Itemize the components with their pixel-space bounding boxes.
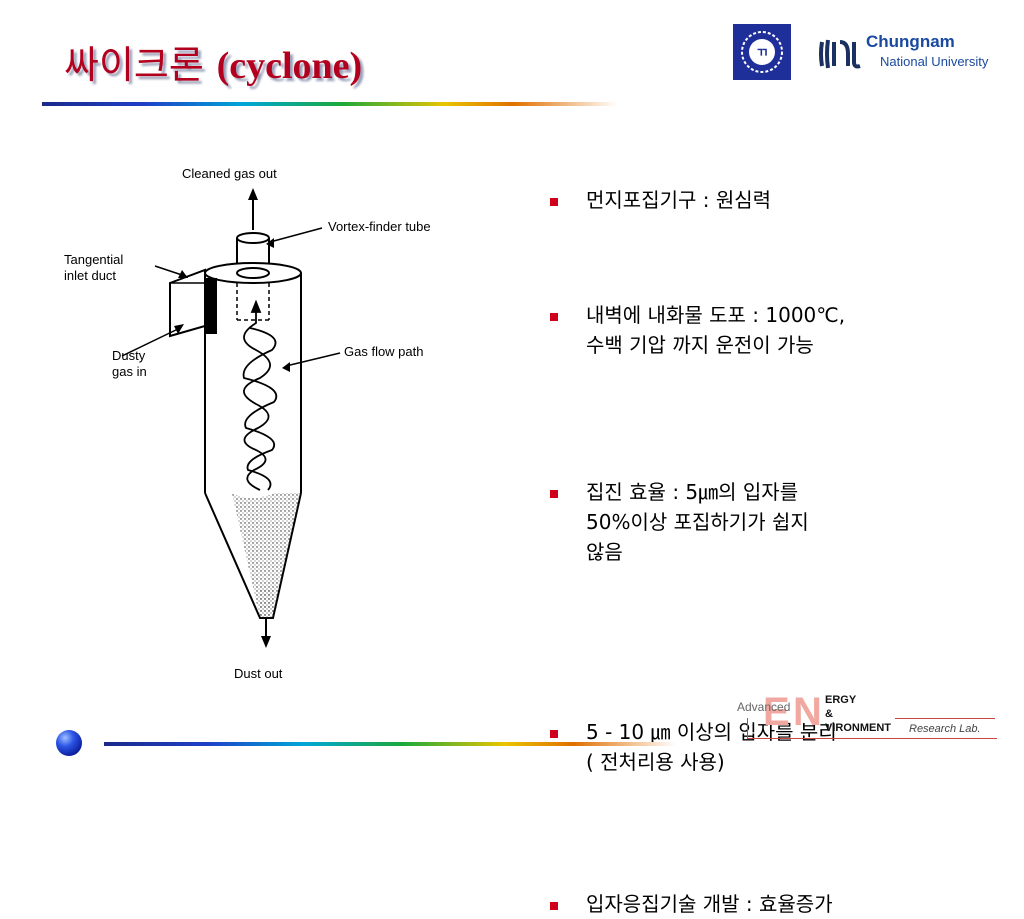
- cyclone-body: [204, 262, 302, 619]
- university-name: Chungnam: [866, 32, 955, 51]
- slide-title: 싸이크론 (cyclone): [64, 34, 362, 89]
- label-dust-out: Dust out: [234, 666, 283, 681]
- vortex-finder-tube: [236, 232, 270, 321]
- dust-out-arrow: [261, 618, 271, 648]
- title-english: (cyclone): [216, 45, 363, 87]
- lab-logo-line: [895, 718, 995, 719]
- title-korean: 싸이크론: [64, 43, 204, 87]
- footer-line: [104, 742, 676, 746]
- bullet-item: 집진 효율 : 5㎛의 입자를 50%이상 포집하기가 쉽지 않음: [548, 477, 1008, 567]
- bullet-list: 먼지포집기구 : 원심력 내벽에 내화물 도포 : 1000℃, 수백 기압 까…: [548, 185, 1008, 916]
- lab-logo-ergy: ERGY: [825, 694, 857, 706]
- lab-logo-vironment: VIRONMENT: [825, 722, 891, 734]
- bullet-item: 내벽에 내화물 도포 : 1000℃, 수백 기압 까지 운전이 가능: [548, 300, 1008, 360]
- lab-logo-line: [747, 738, 997, 739]
- lab-logo-research: Research Lab.: [909, 723, 981, 735]
- label-gas-flow-path: Gas flow path: [344, 344, 424, 359]
- bullet-item: 입자응집기술 개발 : 효율증가: [548, 889, 1008, 919]
- label-tangential-1: Tangential: [64, 252, 123, 267]
- lab-logo-e: E: [763, 690, 790, 734]
- label-tangential-2: inlet duct: [64, 268, 116, 283]
- gas-flow-spiral: [242, 299, 278, 491]
- label-vortex-finder: Vortex-finder tube: [328, 219, 431, 234]
- label-cleaned-gas-out: Cleaned gas out: [182, 166, 277, 181]
- title-underline: [42, 102, 617, 106]
- outlet-arrow: [248, 188, 258, 230]
- label-dusty-gas-1: Dusty: [112, 348, 146, 363]
- cnu-logo: Chungnam National University: [818, 30, 993, 80]
- cnu-mark-icon: [819, 39, 861, 69]
- lab-logo-advanced: Advanced: [737, 700, 791, 714]
- tangential-inlet-duct: [169, 268, 217, 338]
- footer-dot-icon: [56, 730, 82, 756]
- bullet-item: 먼지포집기구 : 원심력: [548, 185, 1008, 215]
- university-emblem-icon: ㄲ: [733, 24, 791, 80]
- lab-logo-amp: &: [825, 708, 833, 720]
- lab-logo-line: [747, 718, 748, 738]
- label-dusty-gas-2: gas in: [112, 364, 147, 379]
- lab-logo-n: N: [793, 690, 822, 734]
- university-sub: National University: [880, 54, 989, 69]
- lab-logo: E N Advanced ERGY & VIRONMENT Research L…: [735, 688, 1005, 746]
- cyclone-diagram: Cleaned gas out Vortex-finder tube Tange…: [64, 166, 431, 681]
- svg-text:ㄲ: ㄲ: [756, 46, 768, 61]
